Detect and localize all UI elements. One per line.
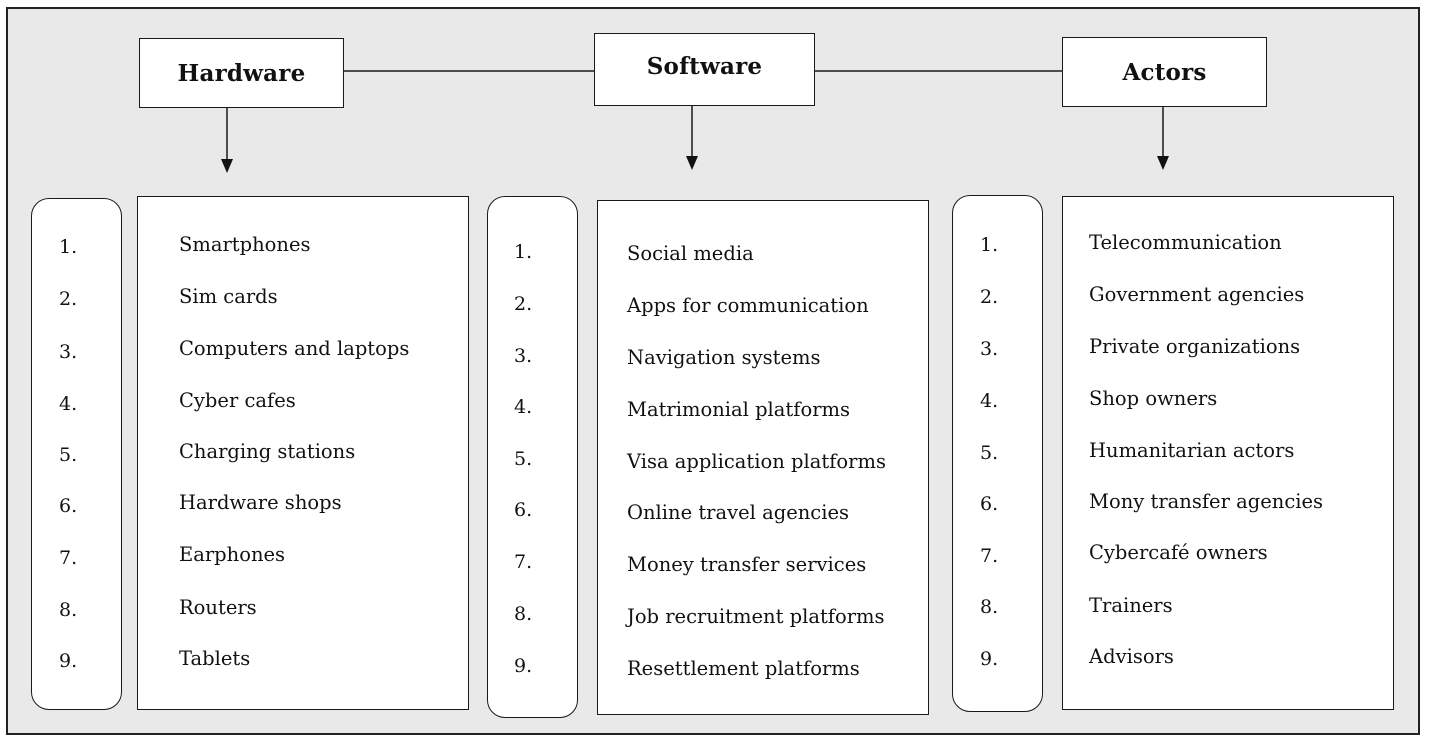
- hardware-list-item: Sim cards: [179, 285, 278, 308]
- software-list-box: Social media Apps for communication Navi…: [597, 200, 929, 715]
- hardware-list-box: Smartphones Sim cards Computers and lapt…: [137, 196, 469, 710]
- software-number: 2.: [514, 293, 533, 315]
- actors-number: 2.: [980, 286, 999, 308]
- hardware-list-item: Computers and laptops: [179, 337, 410, 360]
- hardware-number-box: 1. 2. 3. 4. 5. 6. 7. 8. 9.: [31, 198, 122, 710]
- actors-number: 1.: [980, 234, 999, 256]
- hardware-number: 5.: [59, 444, 78, 466]
- hardware-list-item: Smartphones: [179, 233, 311, 256]
- software-list-item: Matrimonial platforms: [627, 398, 851, 421]
- actors-number: 6.: [980, 493, 999, 515]
- software-list-item: Resettlement platforms: [627, 657, 860, 680]
- actors-list-item: Telecommunication: [1089, 231, 1282, 254]
- hardware-header: Hardware: [139, 38, 344, 108]
- software-list-item: Navigation systems: [627, 346, 821, 369]
- hardware-number: 4.: [59, 393, 78, 415]
- software-number-box: 1. 2. 3. 4. 5. 6. 7. 8. 9.: [487, 196, 578, 718]
- actors-header: Actors: [1062, 37, 1267, 107]
- actors-list-item: Shop owners: [1089, 387, 1218, 410]
- actors-list-box: Telecommunication Government agencies Pr…: [1062, 196, 1394, 710]
- software-number: 7.: [514, 551, 533, 573]
- software-number: 6.: [514, 499, 533, 521]
- software-list-item: Visa application platforms: [627, 450, 886, 473]
- hardware-list-item: Routers: [179, 596, 257, 619]
- hardware-list-item: Hardware shops: [179, 491, 342, 514]
- software-list-item: Money transfer services: [627, 553, 867, 576]
- software-list-item: Online travel agencies: [627, 501, 850, 524]
- hardware-list-item: Cyber cafes: [179, 389, 296, 412]
- actors-list-item: Humanitarian actors: [1089, 439, 1295, 462]
- hardware-number: 8.: [59, 599, 78, 621]
- hardware-number: 7.: [59, 547, 78, 569]
- hardware-list-item: Charging stations: [179, 440, 356, 463]
- hardware-list-item: Tablets: [179, 647, 251, 670]
- hardware-number: 3.: [59, 341, 78, 363]
- actors-number-box: 1. 2. 3. 4. 5. 6. 7. 8. 9.: [952, 195, 1043, 712]
- actors-number: 7.: [980, 545, 999, 567]
- actors-list-item: Cybercafé owners: [1089, 541, 1268, 564]
- actors-number: 8.: [980, 596, 999, 618]
- actors-list-item: Private organizations: [1089, 335, 1301, 358]
- software-number: 9.: [514, 655, 533, 677]
- actors-number: 3.: [980, 338, 999, 360]
- hardware-number: 6.: [59, 495, 78, 517]
- actors-list-item: Mony transfer agencies: [1089, 490, 1324, 513]
- hardware-number: 2.: [59, 288, 78, 310]
- hardware-list-item: Earphones: [179, 543, 286, 566]
- hardware-number: 9.: [59, 650, 78, 672]
- software-number: 5.: [514, 448, 533, 470]
- actors-list-item: Trainers: [1089, 594, 1173, 617]
- software-number: 3.: [514, 345, 533, 367]
- actors-number: 9.: [980, 648, 999, 670]
- software-number: 4.: [514, 396, 533, 418]
- software-list-item: Job recruitment platforms: [627, 605, 885, 628]
- software-list-item: Apps for communication: [627, 294, 869, 317]
- actors-list-item: Government agencies: [1089, 283, 1305, 306]
- software-number: 1.: [514, 241, 533, 263]
- software-list-item: Social media: [627, 242, 754, 265]
- hardware-number: 1.: [59, 236, 78, 258]
- actors-list-item: Advisors: [1089, 645, 1174, 668]
- software-number: 8.: [514, 603, 533, 625]
- actors-number: 4.: [980, 390, 999, 412]
- actors-number: 5.: [980, 442, 999, 464]
- software-header: Software: [594, 33, 815, 106]
